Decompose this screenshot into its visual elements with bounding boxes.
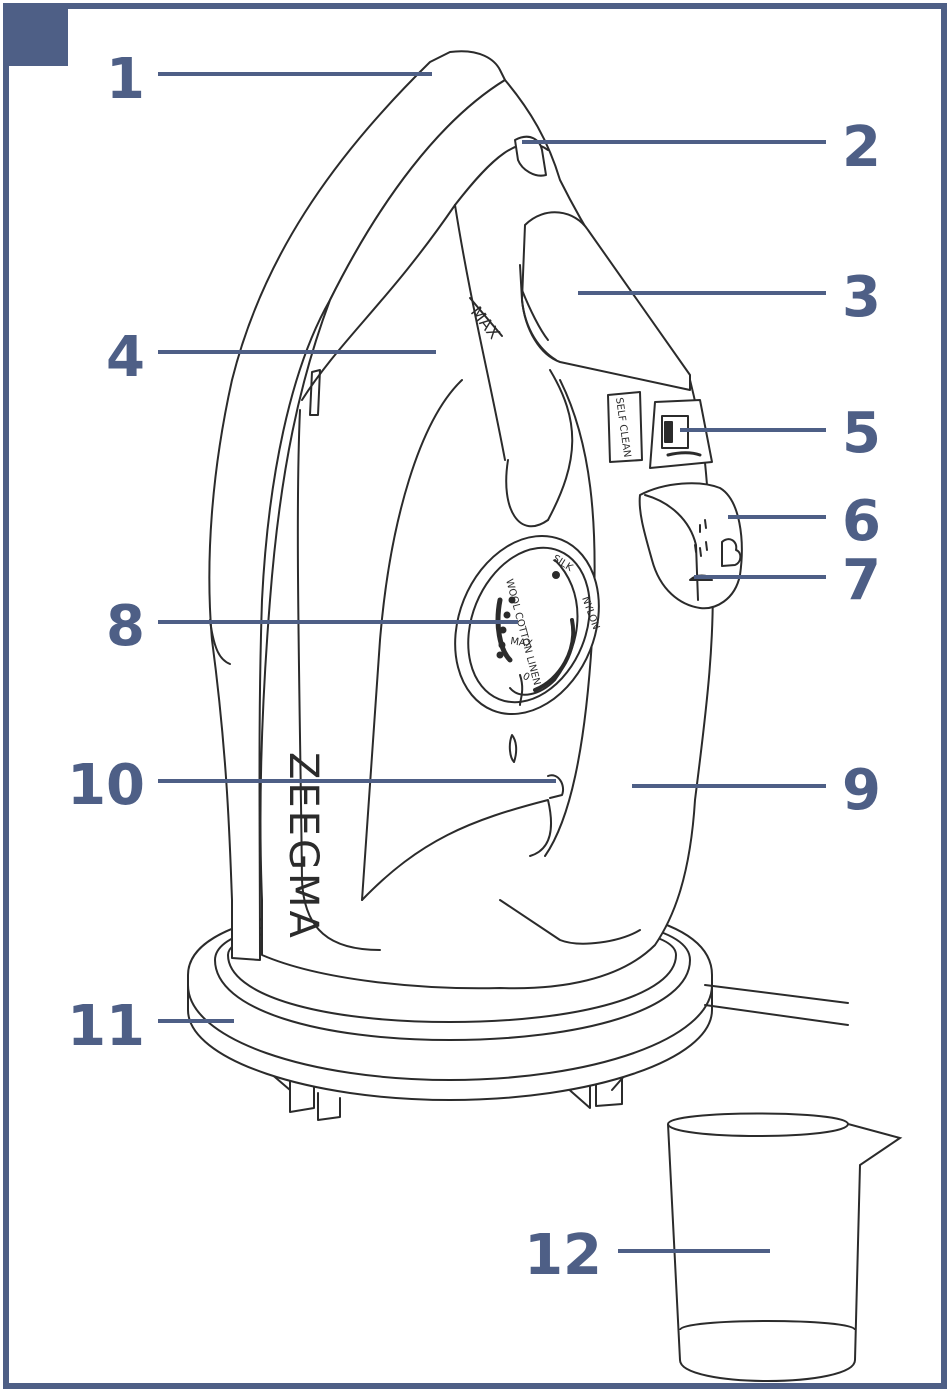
callout-number-10: 10	[67, 753, 145, 818]
callout-number-1: 1	[106, 47, 145, 112]
callout-number-7: 7	[842, 548, 881, 613]
callout-number-6: 6	[842, 489, 881, 554]
callout-number-2: 2	[842, 115, 881, 180]
callout-number-5: 5	[842, 401, 881, 466]
callout-number-11: 11	[67, 994, 145, 1059]
callout-number-3: 3	[842, 265, 881, 330]
callout-number-4: 4	[106, 325, 145, 390]
power-cord	[705, 985, 848, 1025]
callout-number-8: 8	[106, 594, 145, 659]
callout-number-9: 9	[842, 758, 881, 823]
corner-tab	[4, 4, 68, 66]
iron-illustration: SELF CLEAN SILK NYLON WOOL COTT	[188, 51, 848, 1120]
measuring-cup	[668, 1114, 900, 1382]
callout-number-12: 12	[524, 1223, 602, 1288]
